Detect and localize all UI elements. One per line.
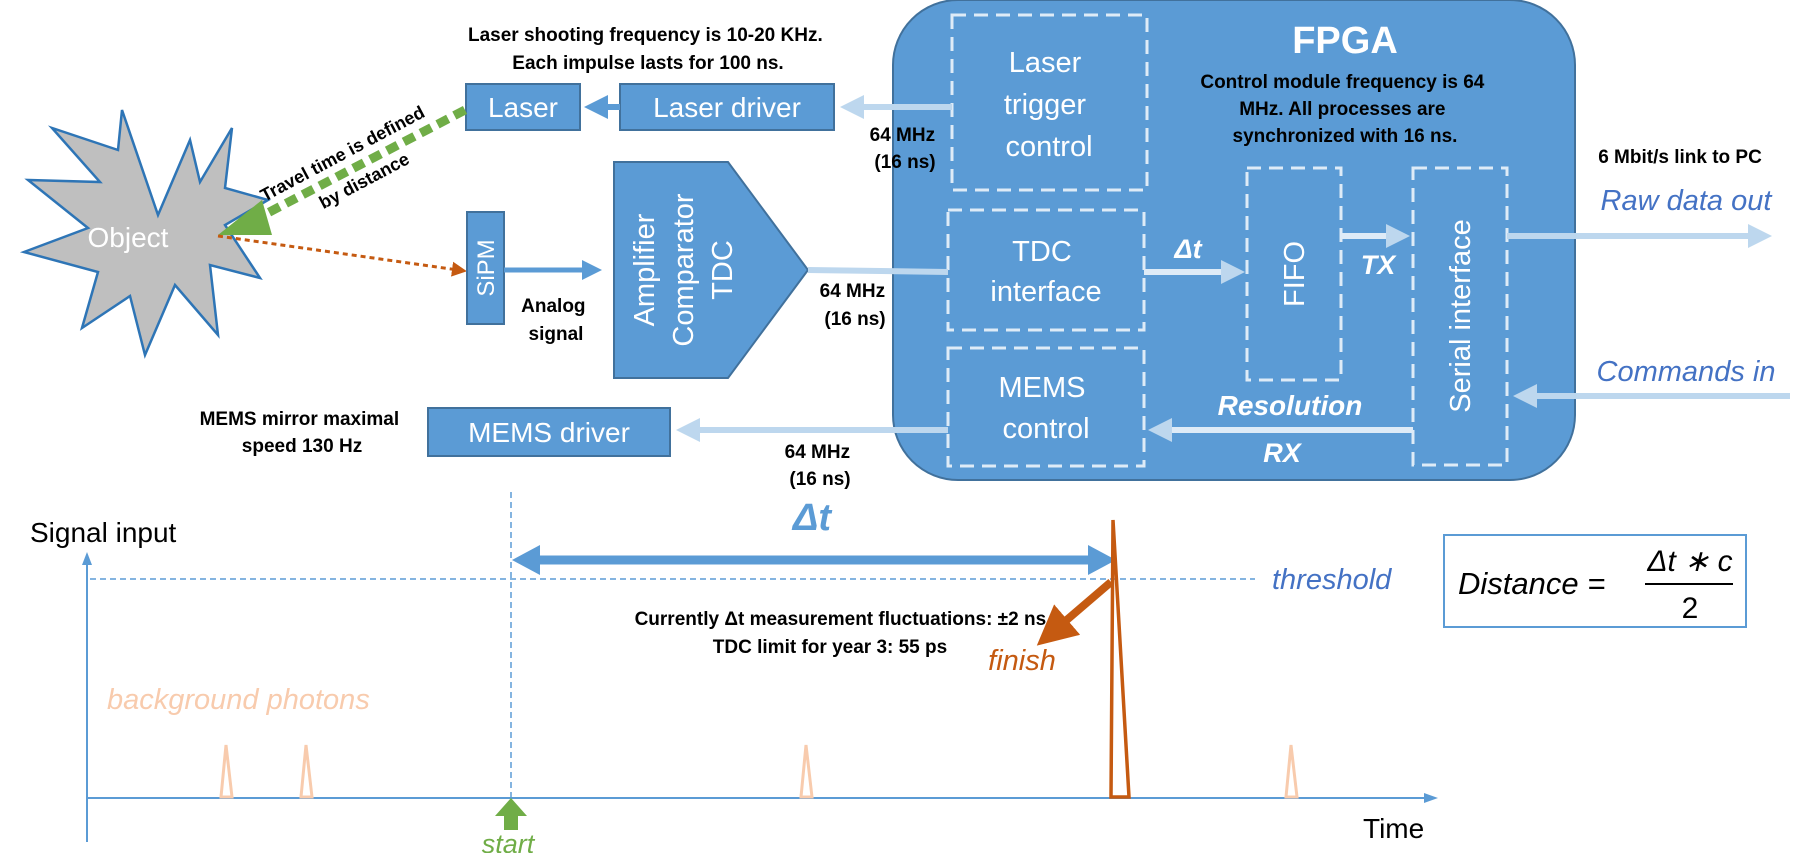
analog-line: Analog <box>521 296 585 317</box>
reflection-path <box>255 106 468 222</box>
tdc-clock-label: 64 MHz (16 ns) <box>820 281 891 330</box>
label-line: MEMS <box>998 372 1085 404</box>
laser-note-line: Laser shooting frequency is 10-20 KHz. <box>468 25 823 46</box>
laser-clock-label: 64 MHz (16 ns) <box>870 125 941 173</box>
x-axis-arrowhead <box>1424 793 1438 803</box>
label-line: interface <box>990 276 1101 308</box>
fifo-label: FIFO <box>1279 241 1311 307</box>
label-line: control <box>1005 131 1092 163</box>
fluct-line: TDC limit for year 3: 55 ps <box>713 637 947 658</box>
clock-line: 64 MHz <box>820 281 885 302</box>
rx-label: RX <box>1263 438 1302 468</box>
time-label: Time <box>1363 813 1424 844</box>
object-starburst <box>19 109 272 359</box>
object-label: Object <box>88 222 169 253</box>
laser-trigger-control-block <box>950 13 1149 192</box>
laser-note-line: Each impulse lasts for 100 ns. <box>512 53 783 74</box>
mems-note-line: MEMS mirror maximal <box>200 409 400 430</box>
mems-clock-label: 64 MHz (16 ns) <box>785 442 856 490</box>
background-photons-label: background photons <box>107 684 370 716</box>
laser-trigger-control-label: Laser trigger control <box>1004 47 1094 163</box>
fpga-note-line: MHz. All processes are <box>1239 99 1445 120</box>
formula-numerator: Δt ∗ c <box>1646 545 1732 578</box>
analog-line: signal <box>529 324 584 345</box>
analog-signal-label: Analog signal <box>521 296 591 345</box>
finish-label: finish <box>988 645 1056 677</box>
background-photon-pulse <box>799 744 814 799</box>
delta-t-label: Δt <box>1173 234 1202 264</box>
laser-note: Laser shooting frequency is 10-20 KHz. E… <box>468 25 828 74</box>
laser-driver-label: Laser driver <box>653 92 801 123</box>
tdc-label: TDC <box>707 240 739 300</box>
delta-t-right-head <box>1088 545 1116 575</box>
fpga-title: FPGA <box>1292 20 1398 62</box>
delta-t-timing-label: Δt <box>791 497 833 539</box>
amp-to-tdc-interface-line <box>807 267 949 275</box>
label-line: control <box>1002 413 1089 445</box>
signal-pulse <box>1109 519 1131 799</box>
pc-link-label: 6 Mbit/s link to PC <box>1598 147 1762 168</box>
background-photon-pulse <box>299 744 314 799</box>
start-arrow <box>495 798 527 830</box>
fluctuation-note: Currently Δt measurement fluctuations: ±… <box>635 609 1052 658</box>
travel-note: Travel time is defined by distance <box>257 100 448 236</box>
clock-line: (16 ns) <box>874 152 935 173</box>
sipm-label: SiPM <box>473 239 500 296</box>
mems-driver-block <box>427 407 671 457</box>
finish-arrow <box>1036 578 1114 646</box>
mems-control-label: MEMS control <box>998 372 1093 445</box>
fluct-line: Currently Δt measurement fluctuations: ±… <box>635 609 1047 630</box>
background-photon-pulse <box>219 744 234 799</box>
fpga-note-line: synchronized with 16 ns. <box>1233 126 1458 147</box>
fpga-note-line: Control module frequency is 64 <box>1200 72 1484 93</box>
mems-driver-label: MEMS driver <box>468 417 630 448</box>
y-axis-arrowhead <box>82 552 92 565</box>
label-line: TDC <box>1012 236 1072 268</box>
threshold-label: threshold <box>1272 564 1392 596</box>
raw-data-out-label: Raw data out <box>1601 185 1774 217</box>
laser-block <box>465 83 581 131</box>
background-photon-pulse <box>1284 744 1299 799</box>
amplifier-label: Amplifier <box>629 213 661 326</box>
distance-formula-box <box>1443 534 1747 628</box>
tdc-interface-label: TDC interface <box>990 236 1101 308</box>
fifo-block <box>1245 166 1343 382</box>
resolution-label: Resolution <box>1218 390 1363 421</box>
sipm-block <box>466 211 505 325</box>
fpga-block <box>892 0 1576 481</box>
fpga-note: Control module frequency is 64 MHz. All … <box>1200 72 1489 147</box>
formula-lhs: Distance = <box>1458 566 1605 601</box>
label-line: trigger <box>1004 89 1087 121</box>
clock-line: 64 MHz <box>785 442 850 463</box>
return-photon-path <box>217 234 467 277</box>
laser-label: Laser <box>488 92 558 123</box>
delta-t-left-head <box>512 545 540 575</box>
mems-note-line: speed 130 Hz <box>242 436 362 457</box>
reflection-arrowhead <box>218 200 272 235</box>
mems-note: MEMS mirror maximal speed 130 Hz <box>200 409 405 457</box>
clock-line: (16 ns) <box>789 469 850 490</box>
mems-control-block <box>946 346 1146 468</box>
tx-label: TX <box>1361 250 1397 280</box>
label-line: Laser <box>1009 47 1082 79</box>
amplifier-comparator-tdc-block <box>613 161 810 379</box>
laser-driver-block <box>619 83 835 131</box>
clock-line: 64 MHz <box>870 125 935 146</box>
comparator-label: Comparator <box>668 193 700 346</box>
serial-interface-label: Serial interface <box>1445 219 1477 412</box>
commands-in-label: Commands in <box>1597 356 1776 388</box>
formula-denominator: 2 <box>1682 592 1699 625</box>
clock-line: (16 ns) <box>824 309 885 330</box>
signal-input-label: Signal input <box>30 517 177 548</box>
serial-interface-block <box>1411 166 1509 467</box>
start-label: start <box>482 829 536 853</box>
